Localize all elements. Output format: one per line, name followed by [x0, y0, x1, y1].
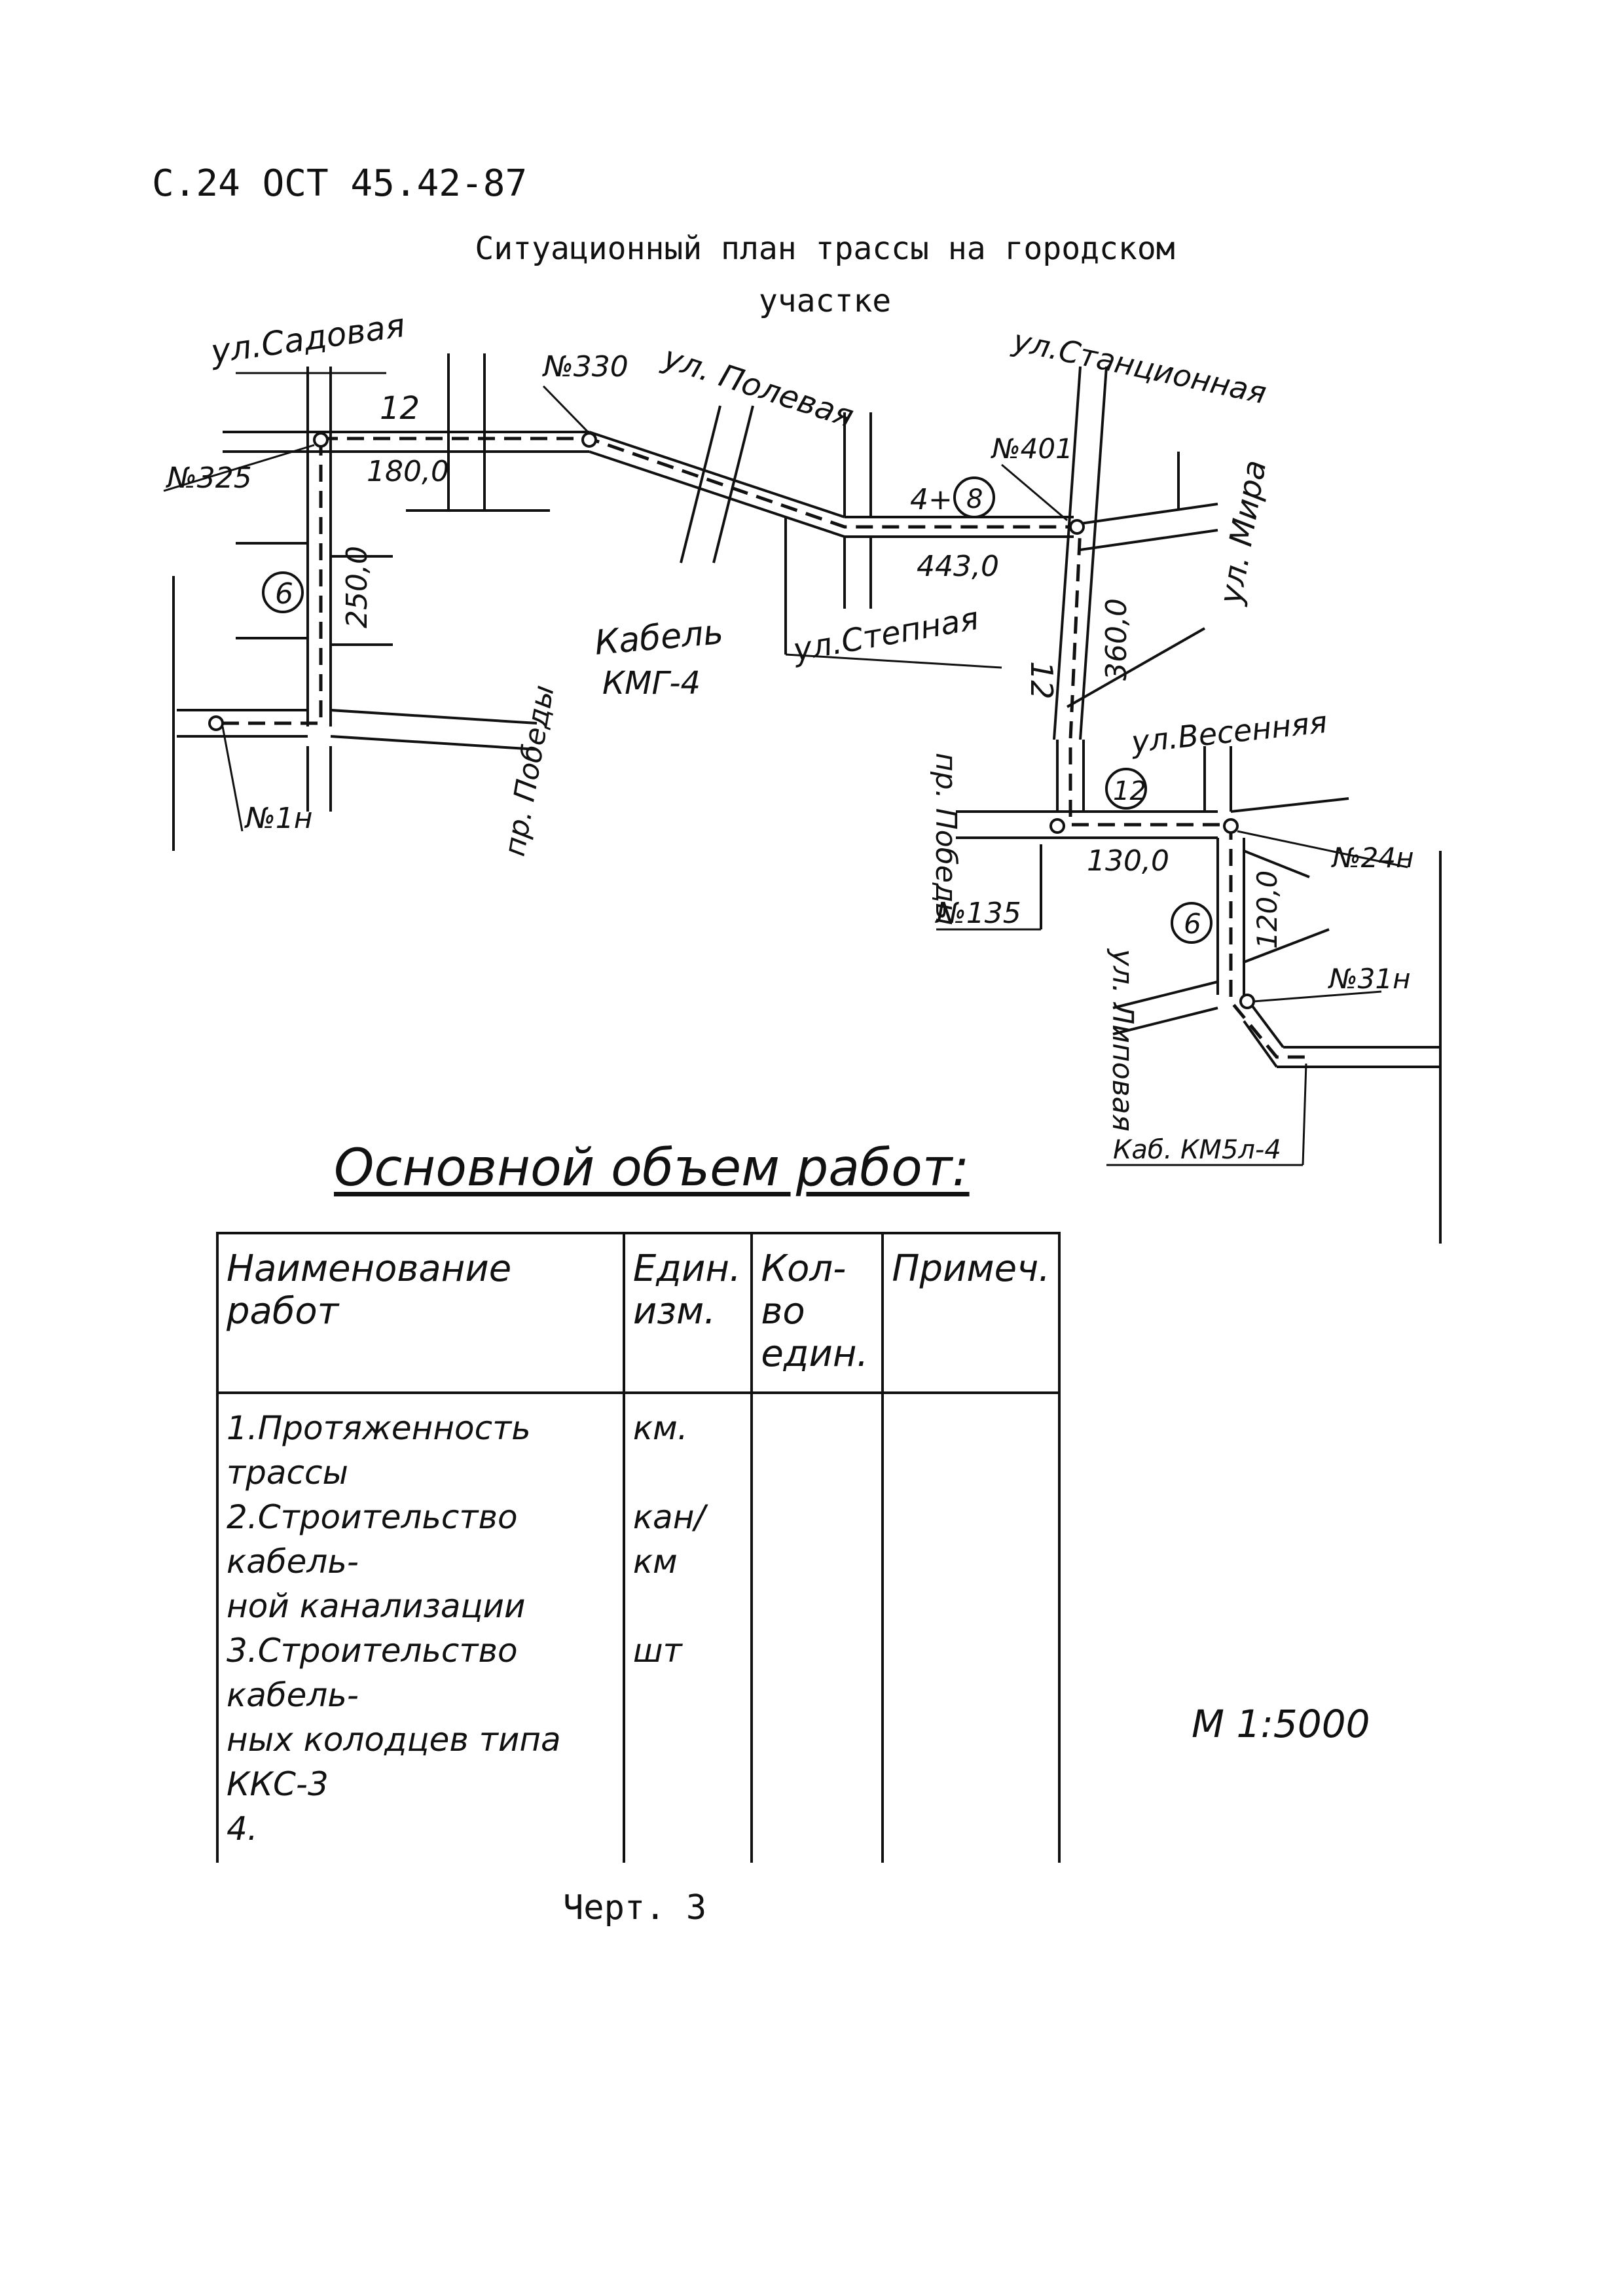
col-qty-header: Кол-во един. — [750, 1232, 884, 1394]
well-401-label: №401 — [991, 433, 1073, 465]
street-vesennyaya-label: ул.Весенняя — [1129, 704, 1329, 760]
channels-4plus: 4+ — [910, 483, 953, 516]
scale-label: М 1:5000 — [1192, 1702, 1370, 1746]
length-130: 130,0 — [1087, 844, 1169, 878]
works-header-row: Наименование работ Един. изм. Кол-во еди… — [216, 1232, 1061, 1394]
street-lipovaya-label: ул. Липовая — [1106, 948, 1139, 1132]
length-250: 250,0 — [340, 546, 374, 628]
work-row-2a: 2.Строительство кабель- — [227, 1498, 518, 1581]
works-table: Наименование работ Един. изм. Кол-во еди… — [216, 1232, 1061, 1863]
col-name-header: Наименование работ — [216, 1232, 625, 1394]
street-pobedy2-label: пр. Победы — [929, 753, 962, 925]
page-header: С.24 ОСТ 45.42-87 — [152, 162, 528, 205]
channels-12-vesennyaya: 12 — [1113, 776, 1146, 806]
work-row-3a: 3.Строительство кабель- — [227, 1632, 518, 1714]
length-180: 180,0 — [367, 455, 449, 488]
unit-sht: шт — [632, 1632, 682, 1670]
work-row-2b: ной канализации — [227, 1587, 526, 1625]
figure-caption: Черт. 3 — [563, 1888, 707, 1928]
unit-spacer-2 — [633, 1584, 742, 1628]
channels-6-left: 6 — [275, 577, 293, 611]
works-heading: Основной объем работ: — [334, 1139, 970, 1198]
cable-route — [216, 437, 1309, 1059]
well-135 — [1049, 818, 1065, 834]
well-135-label: №135 — [934, 897, 1021, 930]
col-note-header: Примеч. — [881, 1232, 1061, 1394]
work-row-1: 1.Протяженность трассы — [227, 1409, 531, 1492]
well-31-label: №31н — [1328, 963, 1411, 995]
work-row-4: 4. — [227, 1810, 258, 1848]
channels-6-right: 6 — [1184, 908, 1201, 940]
well-401 — [1069, 519, 1085, 535]
channels-8: 8 — [966, 484, 983, 514]
channel-circle-12 — [1105, 768, 1147, 810]
channels-12-mid: 12 — [1024, 661, 1059, 700]
channel-circles — [262, 476, 1213, 944]
work-row-3b: ных колодцев типа ККС-3 — [227, 1721, 561, 1803]
street-polevaya-label: ул. Полевая — [657, 339, 858, 435]
well-24 — [1223, 818, 1239, 834]
well-1 — [208, 715, 224, 731]
unit-spacer-1 — [633, 1450, 742, 1495]
works-qty-cell — [750, 1393, 884, 1863]
channel-circle-8 — [953, 476, 995, 518]
cable-kmg-label-line1: Кабель — [593, 613, 725, 663]
plan-title-line1: Ситуационный план трассы на городском — [475, 230, 1175, 267]
col-unit-header: Един. изм. — [622, 1232, 754, 1394]
wells — [208, 432, 1255, 1009]
length-360: 360,0 — [1100, 598, 1133, 681]
channels-12-top: 12 — [380, 390, 420, 427]
channel-circle-6b — [1171, 902, 1213, 944]
leader-lines — [163, 372, 1408, 1166]
plan-title-line2: участке — [758, 283, 892, 319]
cable-kb-label: Каб. КМ5л-4 — [1113, 1135, 1281, 1165]
works-units-cell: км. кан/км шт — [622, 1393, 754, 1863]
street-sadovaya-label: ул.Садовая — [208, 306, 407, 371]
works-names-cell: 1.Протяженность трассы 2.Строительство к… — [216, 1393, 625, 1863]
channel-circle-6a — [262, 571, 304, 613]
street-stepnaya-label: ул.Степная — [789, 600, 981, 669]
street-stantsionnaya-label: ул.Станционная — [1009, 323, 1269, 411]
well-330-label: №330 — [541, 350, 629, 384]
works-body-row: 1.Протяженность трассы 2.Строительство к… — [216, 1393, 1061, 1863]
well-325 — [313, 432, 329, 448]
plan-title: Ситуационный план трассы на городском уч… — [367, 223, 1283, 327]
well-24-label: №24н — [1331, 842, 1414, 874]
unit-kan-km: кан/км — [632, 1498, 706, 1581]
street-lines — [172, 353, 1442, 1244]
well-325-label: №325 — [165, 461, 252, 495]
street-pobedy-label: пр. Победы — [498, 683, 561, 859]
length-120: 120,0 — [1251, 870, 1283, 949]
unit-km: км. — [632, 1409, 688, 1447]
cable-kmg-label-line2: КМГ-4 — [602, 665, 701, 702]
well-330 — [581, 432, 597, 448]
street-mira-label: ул. Мира — [1212, 457, 1273, 608]
length-443: 443,0 — [917, 550, 999, 583]
works-note-cell — [881, 1393, 1061, 1863]
well-1-label: №1н — [244, 802, 313, 835]
well-31 — [1239, 994, 1255, 1009]
